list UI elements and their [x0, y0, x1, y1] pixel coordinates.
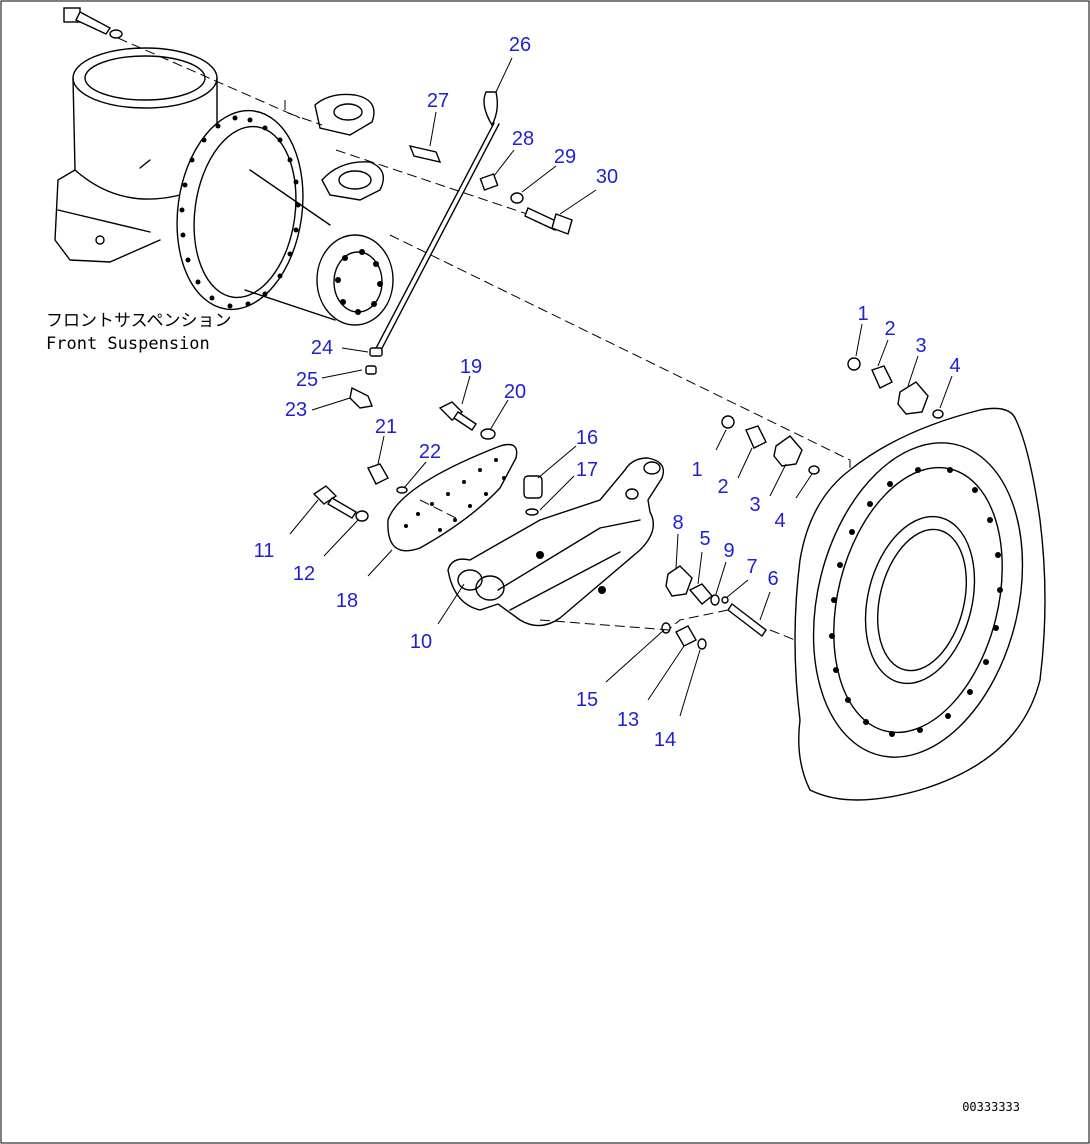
part-15-o-ring [661, 622, 671, 634]
part-24-fitting [369, 347, 383, 357]
fittings-23-25 [349, 347, 383, 409]
part-13-plug [675, 625, 697, 647]
part-30-bolt [524, 207, 559, 231]
part-16-breather [523, 475, 543, 499]
fitting-set-lower [721, 415, 820, 475]
breather-hose-assembly [373, 91, 573, 355]
callout-4-lower: 4 [774, 510, 785, 532]
callout-10: 10 [410, 631, 432, 653]
caption-japanese: フロントサスペンション [46, 311, 231, 331]
callout-23: 23 [285, 399, 307, 421]
callout-2-upper: 2 [884, 318, 895, 340]
part-17-seal [525, 508, 539, 516]
callout-18: 18 [336, 590, 358, 612]
part-20-washer [480, 428, 496, 440]
callout-2-lower: 2 [717, 476, 728, 498]
part-7-ring [721, 596, 729, 604]
callout-9: 9 [723, 540, 734, 562]
part-9-o-ring [710, 594, 720, 606]
front-suspension-housing [54, 7, 851, 470]
callout-8: 8 [672, 512, 683, 534]
part-10-housing [447, 457, 665, 627]
part-3-adapter-upper [897, 381, 929, 415]
callout-6: 6 [767, 568, 778, 590]
part-1-cap-lower [721, 415, 735, 429]
callout-17: 17 [576, 459, 598, 481]
callout-20: 20 [504, 381, 526, 403]
callout-27: 27 [427, 90, 449, 112]
wheel-hub-flange [794, 407, 1046, 801]
leader-lines [289, 57, 953, 717]
part-8-nut [665, 565, 693, 597]
part-6-pin [727, 602, 767, 638]
bolts-11-12 [312, 485, 369, 522]
part-18-cover-plate [387, 443, 518, 552]
callout-14: 14 [654, 729, 676, 751]
part-1-cap-upper [847, 357, 861, 371]
callout-13: 13 [617, 709, 639, 731]
flange-bolt-holes [179, 115, 301, 309]
callout-26: 26 [509, 34, 531, 56]
fittings-13-15 [661, 622, 707, 650]
callout-1-upper: 1 [857, 303, 868, 325]
callout-11: 11 [254, 540, 275, 562]
part-26-hose-eye [483, 91, 499, 127]
caption-english: Front Suspension [46, 334, 210, 354]
callout-22: 22 [419, 441, 441, 463]
breather-16-17 [523, 475, 543, 516]
part-12-washer [355, 510, 369, 522]
callout-1-lower: 1 [691, 459, 702, 481]
drawing-number: 00333333 [962, 1100, 1020, 1114]
callout-7: 7 [746, 556, 757, 578]
callout-28: 28 [512, 128, 534, 150]
callout-30: 30 [596, 166, 618, 188]
part-4-o-ring-lower [808, 465, 820, 475]
part-26-hose [373, 122, 495, 353]
callout-12: 12 [293, 563, 315, 585]
callout-4-upper: 4 [949, 355, 960, 377]
fitting-set-upper [847, 357, 944, 419]
fittings-5-9 [665, 565, 767, 638]
part-2-nipple-upper [871, 365, 893, 389]
callout-5: 5 [699, 528, 710, 550]
part-29-washer [510, 192, 524, 204]
part-2-nipple-lower [745, 425, 767, 449]
bolts-19-22 [367, 401, 496, 494]
part-28-clip [479, 173, 499, 191]
housing-top-bolt [63, 7, 123, 39]
callout-29: 29 [554, 146, 576, 168]
part-4-o-ring-upper [932, 409, 944, 419]
part-14-o-ring [697, 638, 707, 650]
part-25-fitting [365, 365, 377, 375]
callout-24: 24 [311, 337, 333, 359]
callout-labels: 26 27 28 29 30 24 25 23 19 20 21 22 16 1… [254, 34, 961, 751]
part-3-adapter-lower [773, 435, 803, 467]
part-22-o-ring [396, 486, 408, 494]
callout-21: 21 [375, 416, 397, 438]
callout-25: 25 [296, 369, 318, 391]
callout-15: 15 [576, 689, 598, 711]
callout-3-upper: 3 [915, 335, 926, 357]
part-27-clamp [408, 145, 442, 163]
callout-19: 19 [460, 356, 482, 378]
callout-3-lower: 3 [749, 494, 760, 516]
callout-16: 16 [576, 427, 598, 449]
hub-bolt-circle [829, 467, 1003, 737]
part-23-elbow [349, 386, 373, 409]
part-5-fitting [688, 583, 713, 605]
part-21-plug [367, 463, 389, 485]
